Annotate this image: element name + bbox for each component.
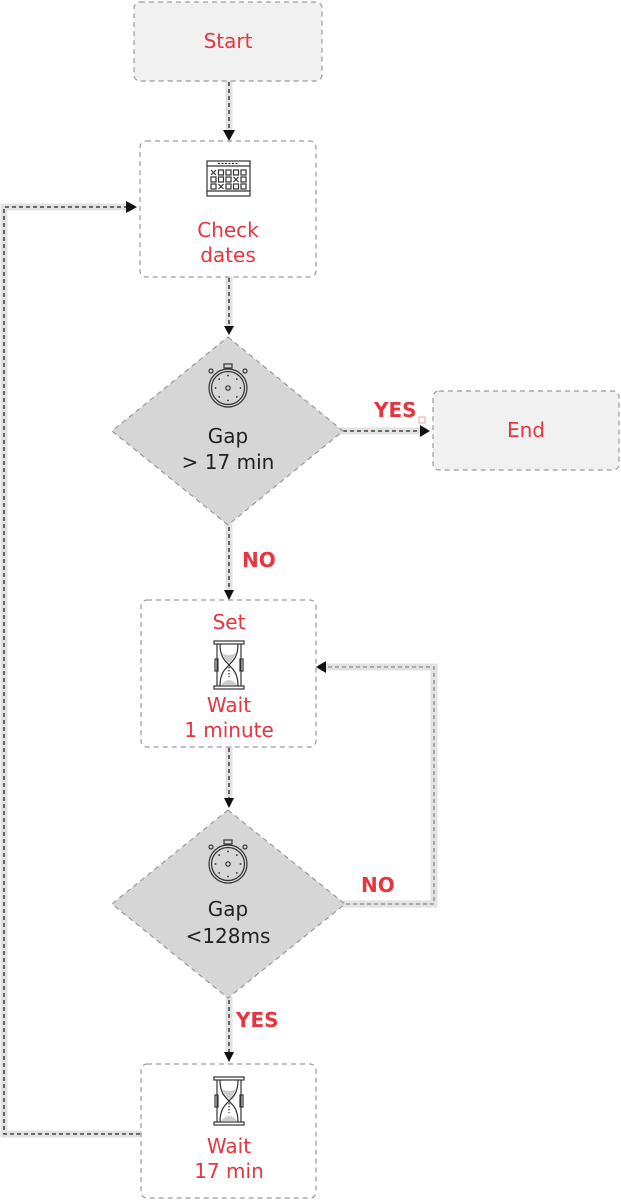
calendar-cell xyxy=(232,169,240,176)
node-set-wait-1-minute[interactable]: Set Wait 1 minute xyxy=(140,599,317,748)
calendar-cell xyxy=(210,183,217,190)
calendar-cell xyxy=(225,183,232,190)
edge-check-dates-to-gap17 xyxy=(224,274,234,335)
stopwatch-tick xyxy=(227,850,229,853)
calendar-cell xyxy=(217,176,225,183)
edge-label-gap128-no: NO xyxy=(361,873,395,897)
node-wait-17-min[interactable]: Wait 17 min xyxy=(140,1063,317,1199)
calendar-cell xyxy=(210,176,217,183)
stopwatch-tick xyxy=(227,399,229,402)
calendar-cell-marked xyxy=(233,176,239,183)
node-check-dates-line2: dates xyxy=(200,243,256,267)
edge-gap128-no-loop xyxy=(316,661,438,908)
calendar-cell-marked xyxy=(218,183,224,190)
stopwatch-tick xyxy=(227,875,229,878)
stopwatch-tick xyxy=(214,387,217,389)
node-start-label: Start xyxy=(204,29,253,53)
stopwatch-tick xyxy=(218,395,221,398)
node-end-label: End xyxy=(507,418,545,442)
edge-start-to-check-dates xyxy=(223,78,235,141)
stopwatch-tick xyxy=(214,863,217,865)
edge-gap17-no-to-set-wait xyxy=(224,523,234,600)
calendar-cell xyxy=(240,169,247,176)
edge-label-handle-icon xyxy=(418,416,426,424)
edge-set-wait-to-gap128 xyxy=(224,744,234,808)
stopwatch-tick xyxy=(235,395,238,398)
node-wait-17-line1: Wait xyxy=(207,1134,251,1158)
decision-gap-17-min[interactable]: Gap > 17 min xyxy=(111,336,344,526)
node-end[interactable]: End xyxy=(432,390,620,471)
decision-gap-128-line1: Gap xyxy=(208,897,248,921)
edge-label-gap128-yes: YES xyxy=(235,1008,279,1032)
stopwatch-tick xyxy=(218,378,221,381)
hourglass-icon xyxy=(213,640,245,690)
node-wait-17-line2: 17 min xyxy=(194,1159,264,1183)
node-wait-1-line2: 1 minute xyxy=(184,718,274,742)
node-wait-1-line1: Wait xyxy=(207,693,251,717)
stopwatch-tick xyxy=(239,863,242,865)
decision-gap-128-line2: <128ms xyxy=(186,924,271,948)
decision-gap-17-line1: Gap xyxy=(208,424,248,448)
node-check-dates[interactable]: Check dates xyxy=(139,140,317,278)
calendar-cell xyxy=(232,183,240,190)
calendar-cell xyxy=(240,176,247,183)
edge-label-gap17-yes: YES xyxy=(373,398,417,422)
stopwatch-tick xyxy=(235,871,238,874)
stopwatch-icon xyxy=(208,363,248,408)
stopwatch-tick xyxy=(218,854,221,857)
calendar-cell-marked xyxy=(210,169,217,176)
stopwatch-tick xyxy=(235,378,238,381)
decision-gap-17-line2: > 17 min xyxy=(182,450,275,474)
stopwatch-tick xyxy=(235,854,238,857)
calendar-icon xyxy=(206,160,251,197)
calendar-cell xyxy=(225,169,232,176)
node-start[interactable]: Start xyxy=(133,1,323,82)
calendar-cell xyxy=(240,183,247,190)
decision-gap-128ms[interactable]: Gap <128ms xyxy=(111,809,346,999)
edge-wait17-loop-to-check-dates xyxy=(0,201,144,1138)
calendar-cell xyxy=(217,169,225,176)
node-set-label: Set xyxy=(213,610,246,634)
node-check-dates-line1: Check xyxy=(197,218,259,242)
edge-label-gap17-no: NO xyxy=(242,548,276,572)
hourglass-icon xyxy=(213,1076,245,1126)
stopwatch-tick xyxy=(218,871,221,874)
edge-gap128-yes-to-wait17 xyxy=(224,996,234,1062)
calendar-cell xyxy=(225,176,232,183)
edge-gap17-yes-to-end xyxy=(339,425,430,437)
stopwatch-tick xyxy=(227,374,229,377)
stopwatch-icon xyxy=(208,839,248,884)
stopwatch-tick xyxy=(239,387,242,389)
